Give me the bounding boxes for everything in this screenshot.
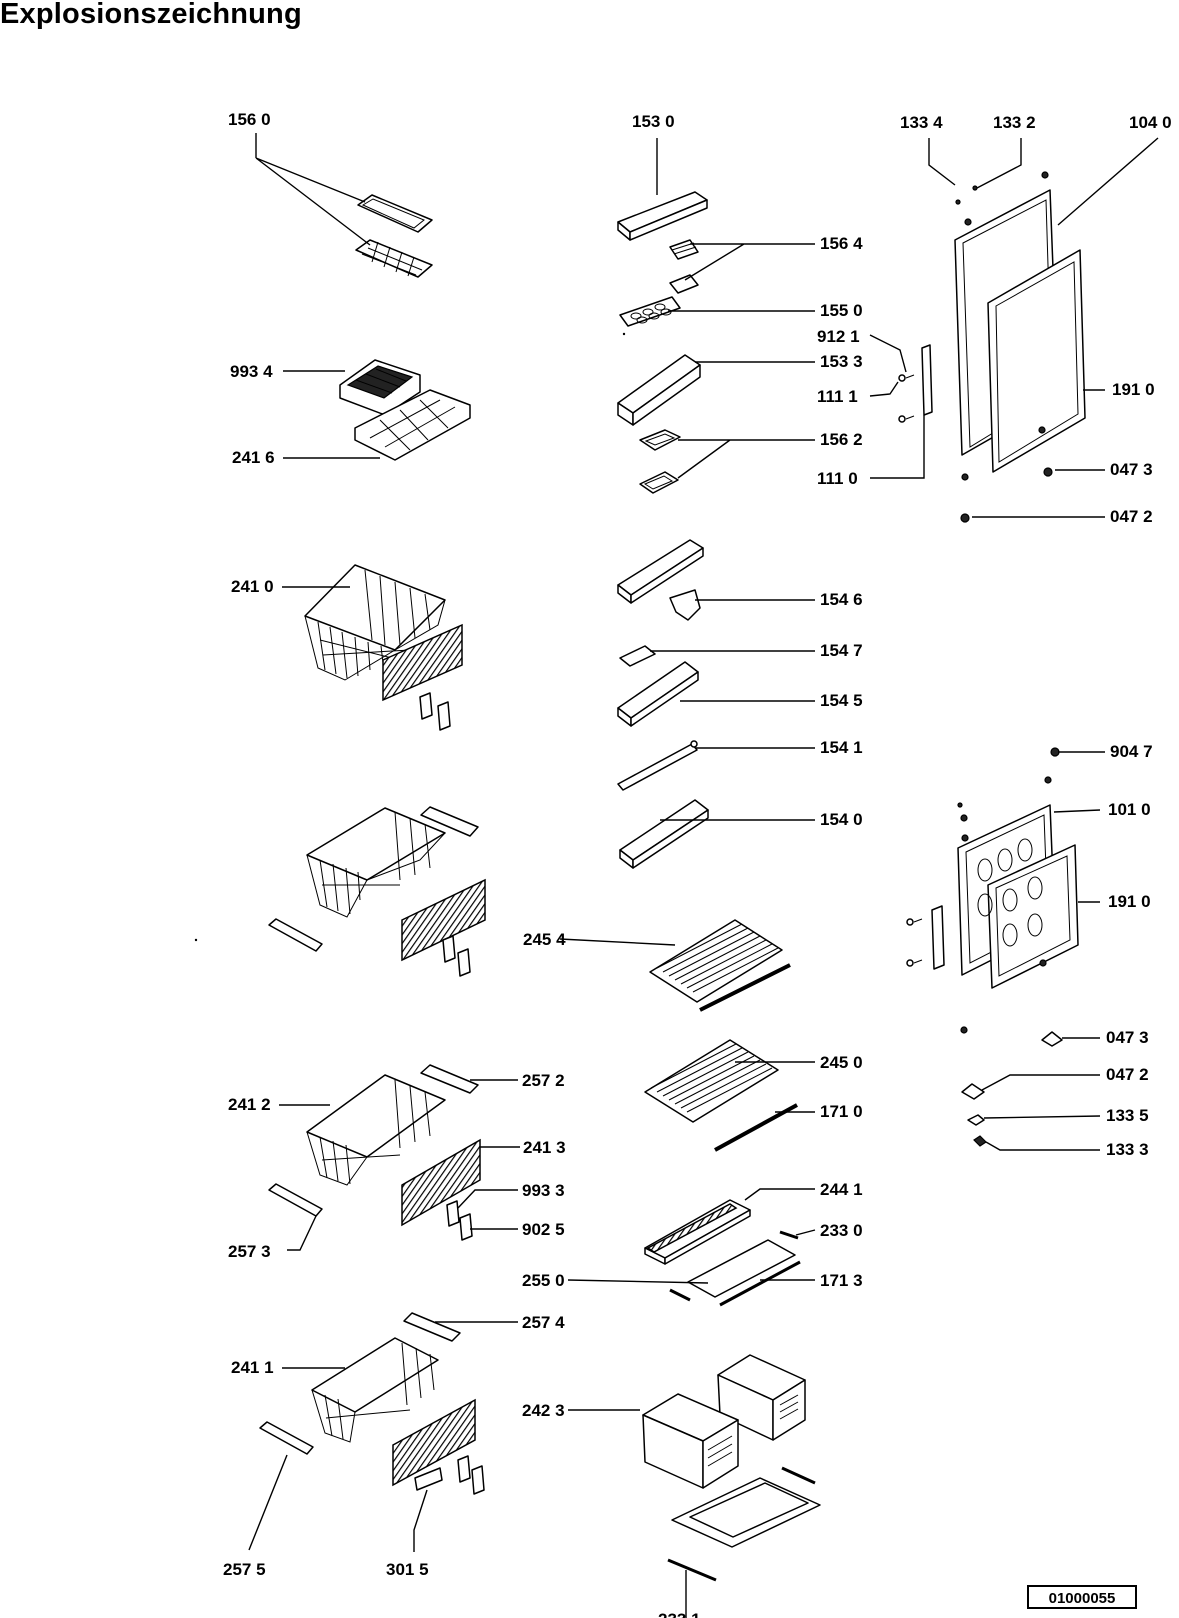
label-2330: 233 0 <box>820 1221 863 1240</box>
label-1550: 155 0 <box>820 301 863 320</box>
label-1562: 156 2 <box>820 430 863 449</box>
label-2412: 241 2 <box>228 1095 271 1114</box>
leader-1560 <box>255 133 371 246</box>
wire-shelf-2454 <box>649 919 791 1012</box>
label-2413: 241 3 <box>523 1138 566 1157</box>
label-2573: 257 3 <box>228 1242 271 1261</box>
label-9121: 912 1 <box>817 327 860 346</box>
label-0472-top: 047 2 <box>1110 507 1153 526</box>
door-bin-1540 <box>619 799 709 869</box>
label-1533: 153 3 <box>820 352 863 371</box>
label-1545: 154 5 <box>820 691 863 710</box>
leader-2550 <box>567 1279 709 1284</box>
label-2441: 244 1 <box>820 1180 863 1199</box>
door-bin-1533 <box>617 354 701 426</box>
label-1334: 133 4 <box>900 113 943 132</box>
label-2572: 257 2 <box>522 1071 565 1090</box>
leader-1564 <box>684 243 815 281</box>
label-2410: 241 0 <box>231 577 274 596</box>
label-3015: 301 5 <box>386 1560 429 1579</box>
label-1564: 156 4 <box>820 234 863 253</box>
label-0473-top: 047 3 <box>1110 460 1153 479</box>
crisper-cover-assembly <box>644 1199 801 1307</box>
document-number: 01000055 <box>1048 1590 1116 1607</box>
leader-2573 <box>287 1215 317 1251</box>
label-1710: 171 0 <box>820 1102 863 1121</box>
label-9047: 904 7 <box>1110 742 1153 761</box>
label-2454: 245 4 <box>523 930 566 949</box>
hinge-parts <box>898 344 933 423</box>
label-9934: 993 4 <box>230 362 273 381</box>
leader-0472-bottom <box>981 1074 1100 1091</box>
label-9025: 902 5 <box>522 1220 565 1239</box>
fridge-door-1040 <box>954 171 1086 523</box>
label-1540: 154 0 <box>820 810 863 829</box>
leader-1335 <box>983 1115 1101 1119</box>
label-2575: 257 5 <box>223 1560 266 1579</box>
label-2411: 241 1 <box>231 1358 274 1377</box>
wire-shelf-2450 <box>644 1039 798 1152</box>
label-1910-bottom: 191 0 <box>1108 892 1151 911</box>
door-shelf-1530 <box>617 191 708 241</box>
label-1332: 133 2 <box>993 113 1036 132</box>
leader-2330 <box>795 1229 816 1236</box>
leader-1334 <box>928 138 956 186</box>
leader-9121 <box>869 334 907 373</box>
label-1010: 101 0 <box>1108 800 1151 819</box>
label-1546: 154 6 <box>820 590 863 609</box>
leader-1333 <box>985 1141 1100 1151</box>
leader-1332 <box>976 138 1022 189</box>
freezer-door-1010 <box>906 747 1079 1147</box>
leader-1040 <box>1057 137 1159 226</box>
door-rail-1541 <box>617 740 698 791</box>
leader-1010 <box>1053 809 1101 813</box>
leader-1562 <box>677 439 815 479</box>
freezer-basket-2412 <box>268 1064 481 1241</box>
label-1541: 154 1 <box>820 738 863 757</box>
label-2416: 241 6 <box>232 448 275 467</box>
freezer-basket-unlabeled <box>268 806 486 977</box>
label-1333: 133 3 <box>1106 1140 1149 1159</box>
leader-9933 <box>457 1189 518 1209</box>
label-9933: 993 3 <box>522 1181 565 1200</box>
label-1910-top: 191 0 <box>1112 380 1155 399</box>
freezer-basket-2411 <box>259 1312 485 1495</box>
leader-3015 <box>413 1489 428 1552</box>
label-1530: 153 0 <box>632 112 675 131</box>
label-1040: 104 0 <box>1129 113 1172 132</box>
crisper-drawers-2423 <box>642 1354 821 1582</box>
ice-cube-box-assembly <box>339 359 471 461</box>
label-2550: 255 0 <box>522 1271 565 1290</box>
label-2423: 242 3 <box>522 1401 565 1420</box>
label-1110: 111 0 <box>817 469 858 488</box>
freezer-basket-2410 <box>304 564 463 731</box>
label-2450: 245 0 <box>820 1053 863 1072</box>
small-trays-1562 <box>639 429 681 494</box>
label-1713: 171 3 <box>820 1271 863 1290</box>
label-2331: 233 1 <box>658 1610 701 1618</box>
label-1111: 111 1 <box>817 387 858 406</box>
label-0473-bottom: 047 3 <box>1106 1028 1149 1047</box>
label-2574: 257 4 <box>522 1313 565 1332</box>
door-bin-1545 <box>617 645 699 727</box>
leader-1110 <box>870 415 925 479</box>
ice-tray-assembly <box>355 194 433 278</box>
label-1335: 133 5 <box>1106 1106 1149 1125</box>
document-number-box: 01000055 <box>1027 1585 1137 1609</box>
leader-2441 <box>744 1188 815 1201</box>
egg-tray-parts <box>619 239 699 327</box>
leader-2575 <box>248 1454 288 1551</box>
page-title: Explosionszeichnung <box>0 0 302 30</box>
label-1547: 154 7 <box>820 641 863 660</box>
label-0472-bottom: 047 2 <box>1106 1065 1149 1084</box>
leader-1111 <box>869 381 899 397</box>
label-1560: 156 0 <box>228 110 271 129</box>
leader-2454 <box>559 938 676 946</box>
door-bin-1546 <box>617 539 704 621</box>
